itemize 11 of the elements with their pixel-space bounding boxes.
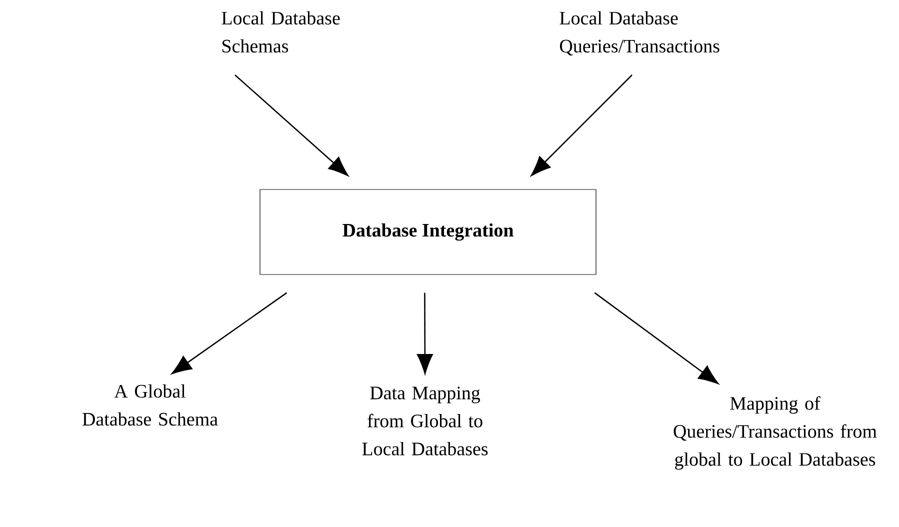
arrow [171,292,288,374]
input-label: Local Database Queries/Transactions [560,11,720,56]
output-label: Data Mapping from Global to Local Databases [362,386,488,456]
output-label: A Global Database Schema [82,384,218,426]
arrow [416,292,433,374]
process-box: Database Integration [260,189,596,275]
output-label: Mapping of Queries/Transactions from global to Local Databases [674,396,877,470]
input-label: Local Database Schemas [222,11,340,53]
arrow [594,292,719,384]
arrow [530,74,632,176]
arrow [234,74,348,176]
